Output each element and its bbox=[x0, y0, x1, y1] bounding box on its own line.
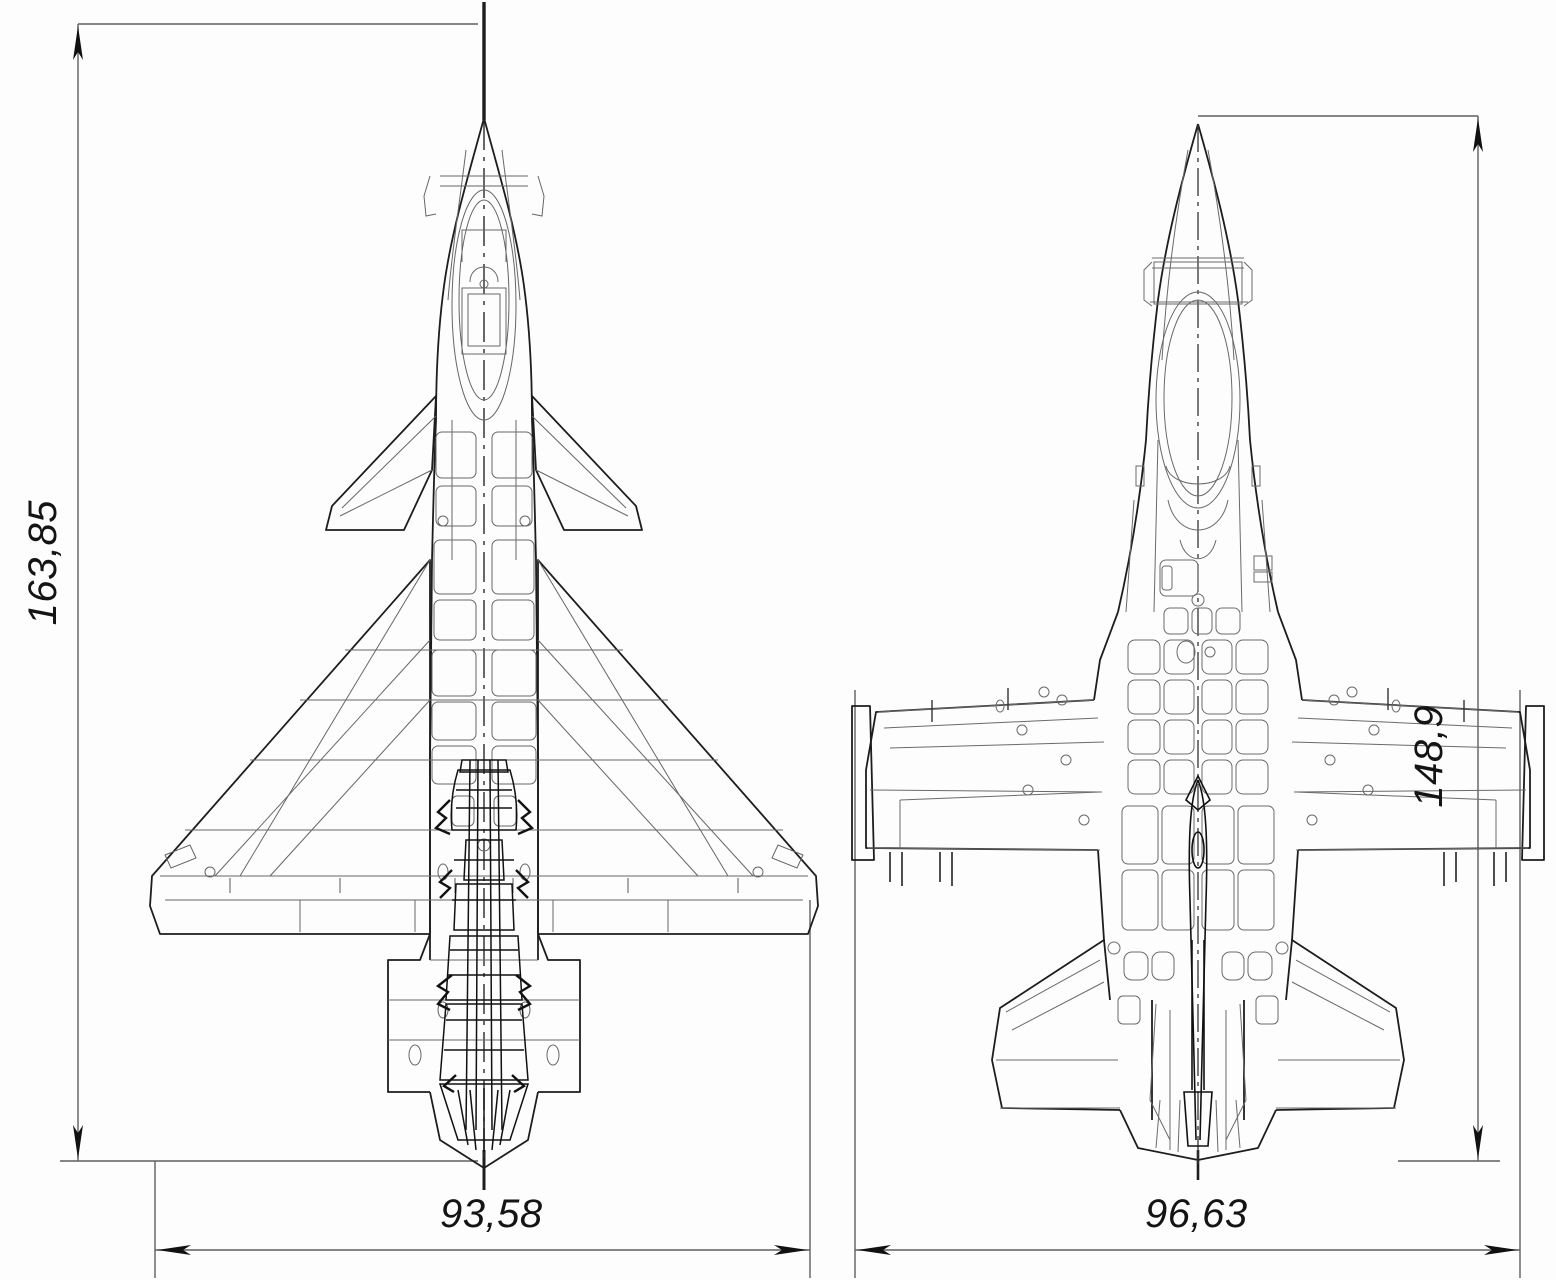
arrow-span-left-end bbox=[774, 1245, 808, 1255]
wing-left bbox=[149, 559, 431, 935]
dimension-label-right-span: 96,63 bbox=[1145, 1192, 1248, 1236]
wing-right bbox=[537, 559, 819, 935]
arrow-right-bottom bbox=[1473, 1125, 1483, 1159]
arrow-span-right-end bbox=[1484, 1245, 1518, 1255]
left-aircraft-outline bbox=[149, 2, 819, 1190]
arrow-right-top bbox=[1473, 118, 1483, 152]
dimension-label-right-length: 148,9 bbox=[1407, 705, 1451, 808]
wing-right-view-left bbox=[865, 699, 1099, 851]
canard-right bbox=[531, 395, 643, 531]
right-aircraft-panel-lines bbox=[867, 124, 1529, 1170]
arrow-span-left-start bbox=[157, 1245, 191, 1255]
engine-nozzle-detail bbox=[433, 759, 535, 1152]
wingtip-rail-right bbox=[1521, 705, 1545, 861]
tailplane-right bbox=[1275, 939, 1405, 1111]
dimension-label-left-length: 163,85 bbox=[21, 500, 65, 626]
dimension-label-left-span: 93,58 bbox=[440, 1192, 543, 1236]
arrow-span-right-start bbox=[857, 1245, 891, 1255]
tailplane-left bbox=[991, 939, 1121, 1111]
dimension-arrowheads bbox=[73, 26, 1518, 1255]
arrow-left-bottom bbox=[73, 1125, 83, 1159]
wingtip-rail-left bbox=[851, 705, 875, 861]
canard-left bbox=[325, 395, 437, 531]
arrow-left-top bbox=[73, 26, 83, 60]
right-aircraft-keel bbox=[1183, 774, 1213, 1147]
